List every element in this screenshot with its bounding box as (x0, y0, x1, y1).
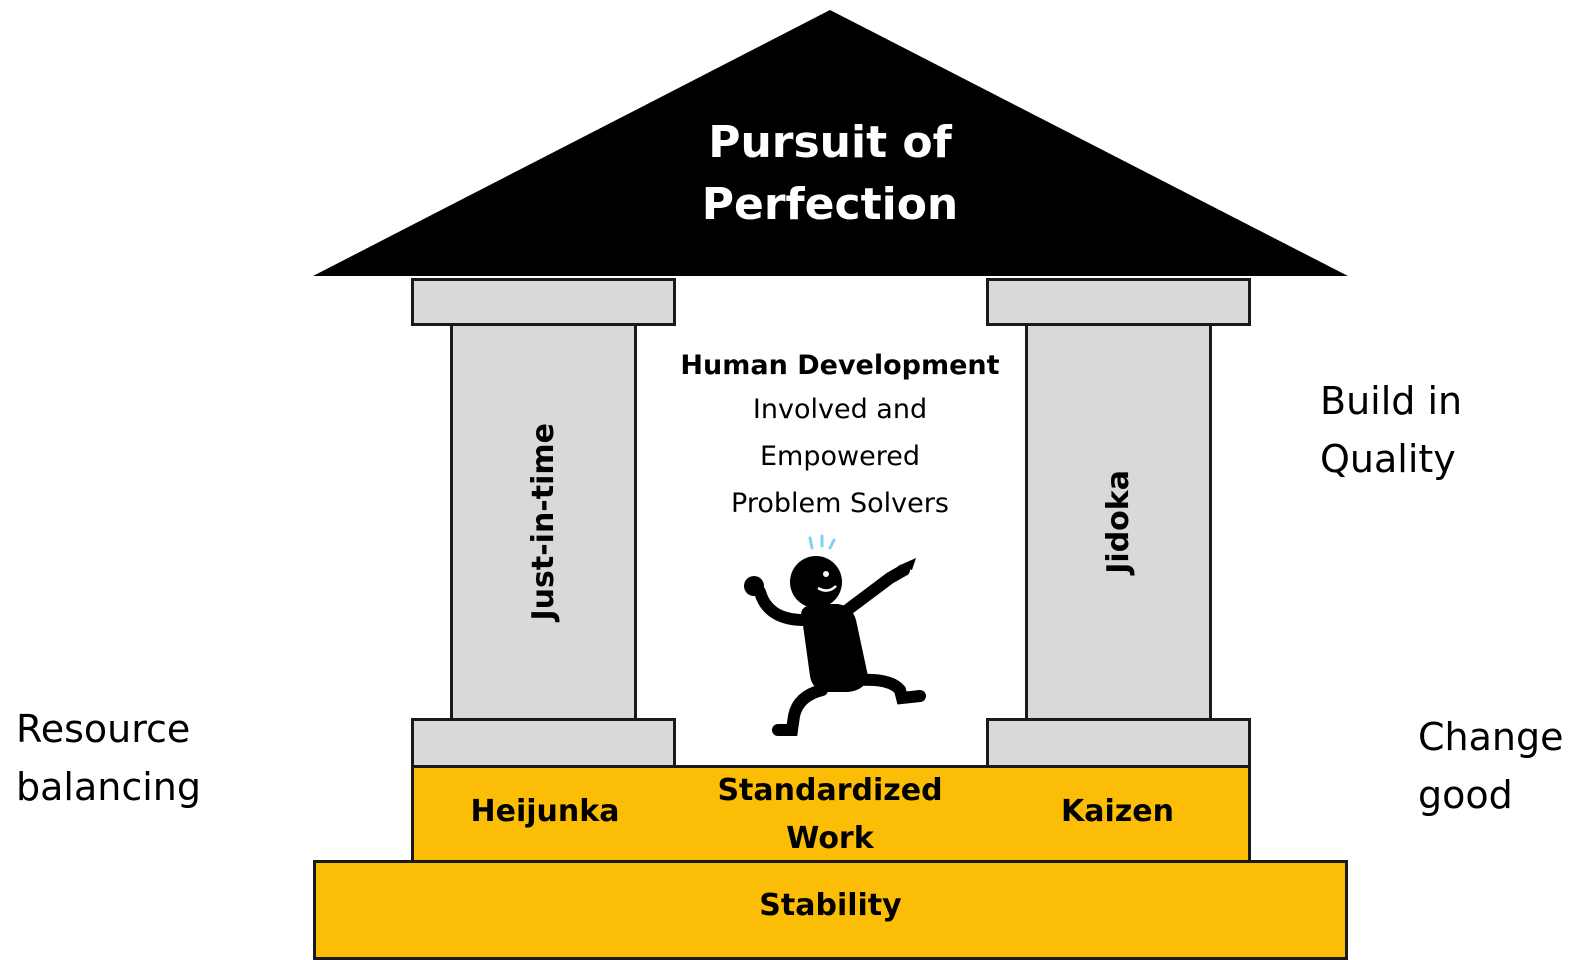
change-good-line-2: good (1418, 773, 1513, 817)
human-development-title: Human Development (680, 350, 1000, 381)
left-pillar: Just-in-time (450, 323, 637, 721)
left-pillar-label: Just-in-time (526, 423, 561, 621)
standardized-work-label: Standardized Work (660, 767, 1000, 863)
resource-balancing-note: Resource balancing (16, 700, 201, 816)
resource-balancing-line-2: balancing (16, 765, 201, 809)
build-in-quality-note: Build in Quality (1320, 372, 1462, 488)
right-bottom-capital (986, 718, 1251, 768)
stability-label: Stability (759, 888, 902, 923)
right-pillar: Jidoka (1025, 323, 1212, 721)
standardized-work-line-1: Standardized (717, 773, 943, 808)
standardized-work-line-2: Work (786, 821, 874, 856)
roof-triangle (313, 10, 1348, 276)
build-in-quality-line-2: Quality (1320, 437, 1456, 481)
change-good-note: Change good (1418, 708, 1582, 824)
right-top-capital (986, 278, 1251, 326)
build-in-quality-line-1: Build in (1320, 379, 1463, 423)
center-line-1: Involved and (752, 394, 928, 425)
resource-balancing-line-1: Resource (16, 707, 191, 751)
roof-title-line-1: Pursuit of (708, 117, 952, 168)
roof-title-line-2: Perfection (701, 179, 959, 230)
kaizen-label: Kaizen (1061, 794, 1174, 829)
left-bottom-capital (411, 718, 676, 768)
change-good-line-1: Change (1418, 715, 1564, 759)
left-top-capital (411, 278, 676, 326)
stability-base (313, 860, 1348, 960)
heijunka-label: Heijunka (470, 794, 620, 829)
center-line-2: Empowered (760, 441, 920, 472)
pointing-figure-illustration (744, 534, 926, 736)
right-pillar-label: Jidoka (1101, 470, 1136, 574)
roof-title: Pursuit of Perfection (640, 112, 1020, 236)
foundation-band (411, 765, 1251, 863)
center-line-3: Problem Solvers (731, 488, 949, 519)
human-development-block: Human Development Involved and Empowered… (640, 346, 1040, 527)
